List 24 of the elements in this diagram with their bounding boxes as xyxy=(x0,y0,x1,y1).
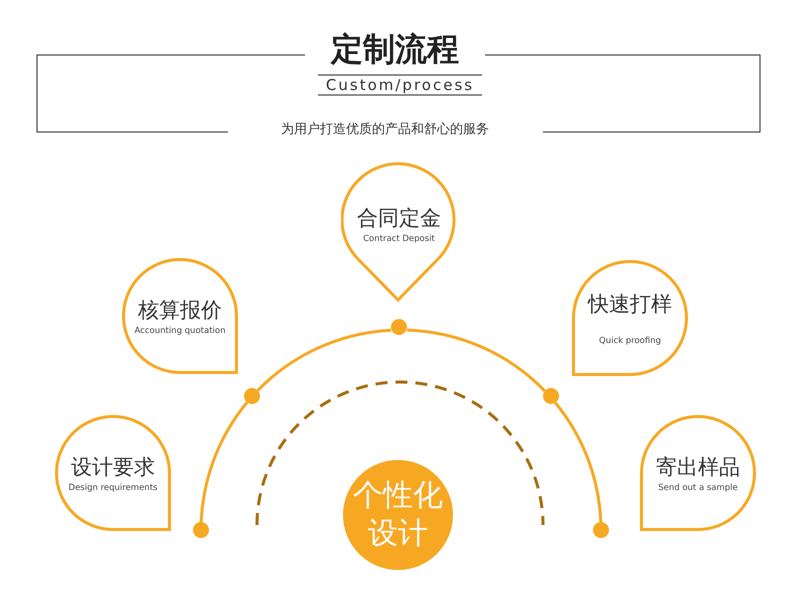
dot-marker xyxy=(244,388,260,404)
dot-marker xyxy=(391,319,407,335)
subheading: Design requirements xyxy=(68,483,158,493)
heading: 寄出样品 xyxy=(656,454,740,481)
arc-line xyxy=(256,328,392,392)
heading: 个性化设计 xyxy=(352,477,444,553)
subheading: Quick proofing xyxy=(599,336,661,346)
arc-line xyxy=(406,328,546,392)
subheading: Send out a sample xyxy=(658,483,738,493)
arc-line xyxy=(200,401,248,522)
dot-marker xyxy=(543,388,559,404)
arc-line xyxy=(554,402,602,522)
heading: 核算报价 xyxy=(138,297,222,324)
heading: 设计要求 xyxy=(71,454,155,481)
pin-marker xyxy=(341,160,457,302)
title: 定制流程 xyxy=(330,29,460,70)
heading: 合同定金 xyxy=(357,205,441,232)
dot-marker xyxy=(593,522,609,538)
subheading: Accounting quotation xyxy=(134,326,226,336)
heading: 快速打样 xyxy=(588,291,672,318)
subtitle: Custom/process xyxy=(324,76,476,94)
slogan: 为用户打造优质的产品和舒心的服务 xyxy=(280,121,490,138)
dot-marker xyxy=(193,522,209,538)
subheading: Contract Deposit xyxy=(363,234,435,244)
